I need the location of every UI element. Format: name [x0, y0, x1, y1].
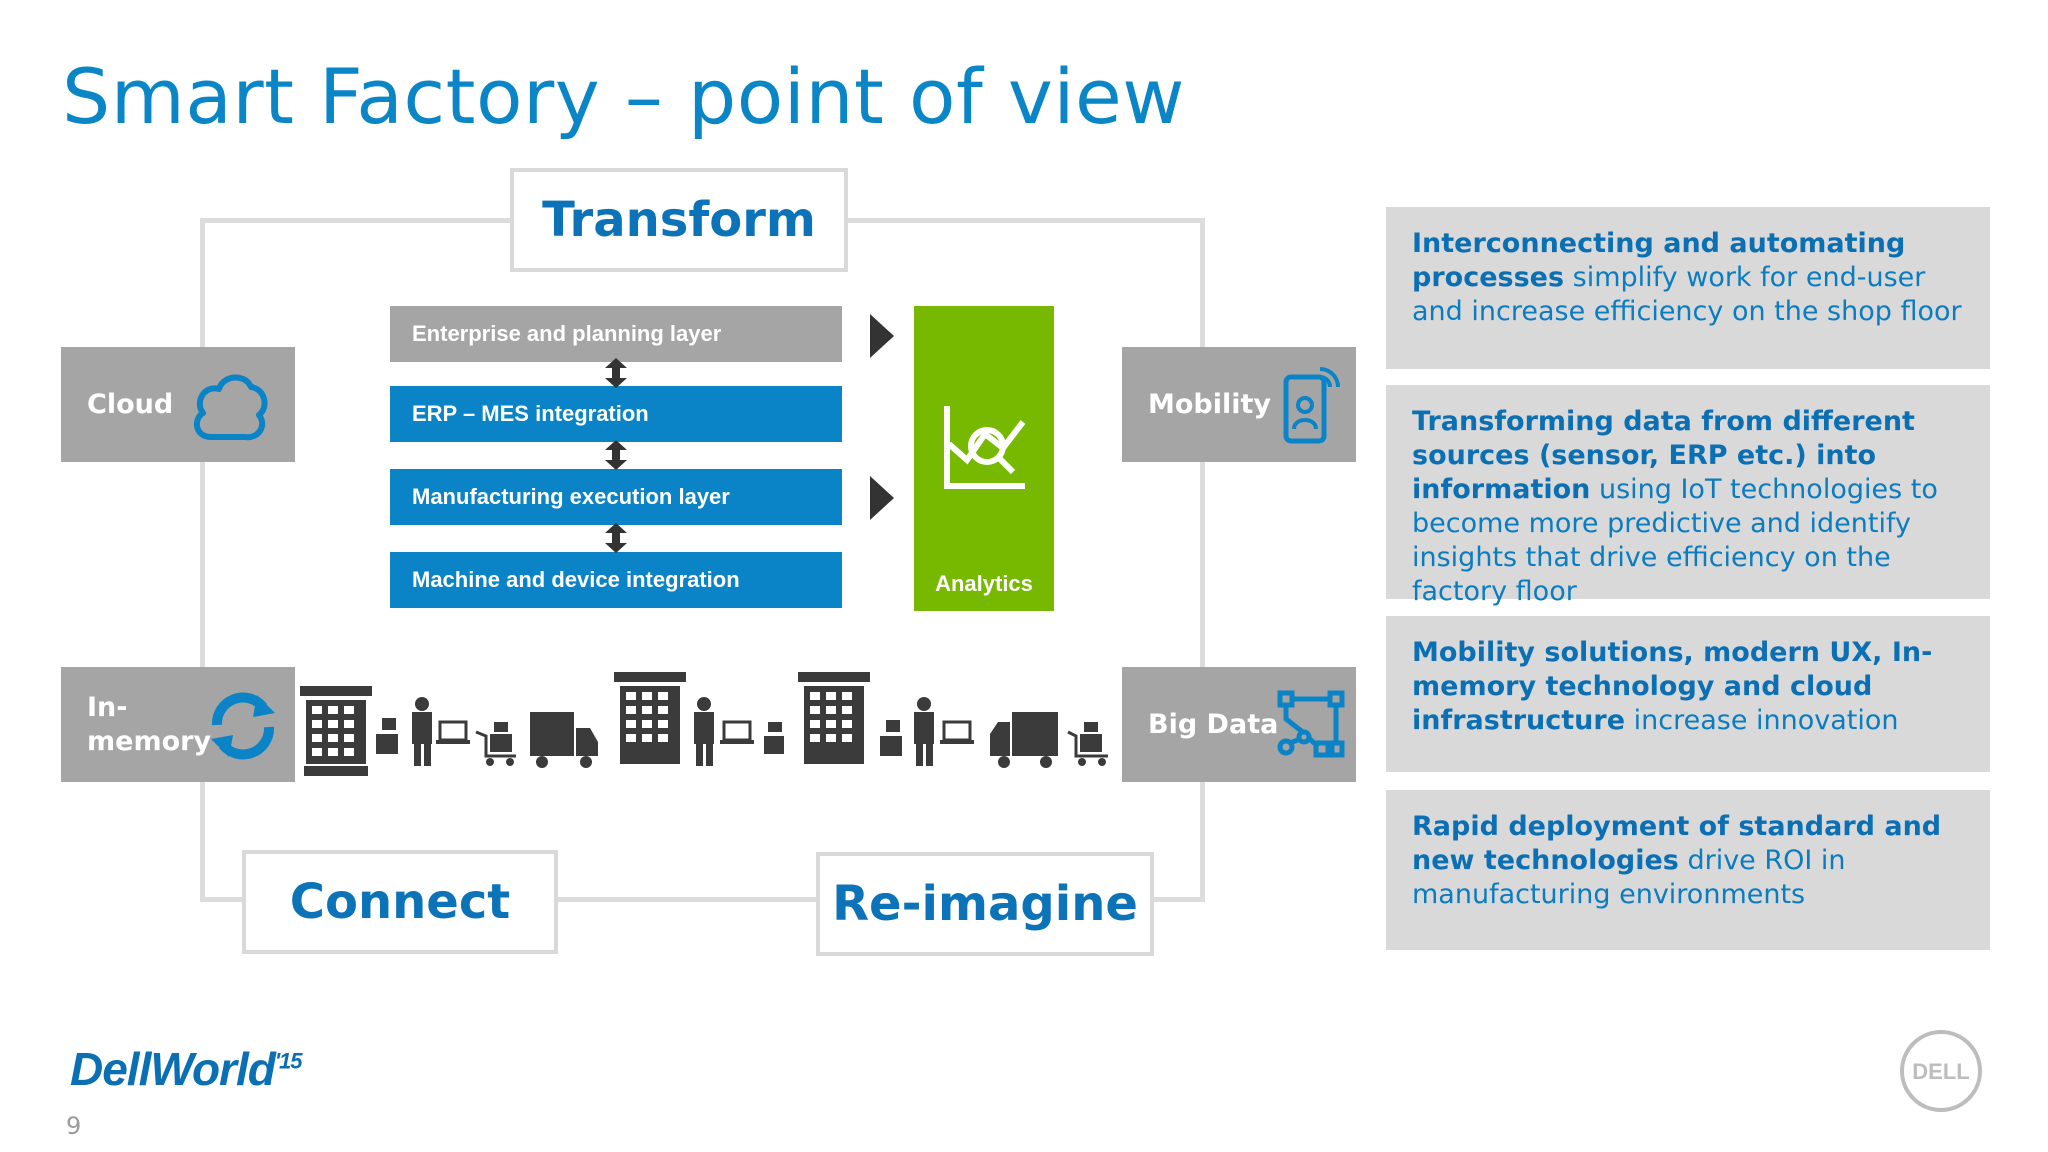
factory-building-icon — [300, 686, 372, 776]
cloud-icon — [193, 374, 268, 441]
frame-left-lower — [200, 780, 205, 902]
dell-logo-text: DELL — [1912, 1059, 1969, 1084]
layer-enterprise-planning: Enterprise and planning layer — [390, 306, 842, 362]
analytics-chart-icon — [944, 406, 1026, 489]
laptop-icon — [720, 720, 754, 744]
frame-left-upper — [200, 218, 205, 348]
info-box-2-bold: Transforming data from different sources… — [1412, 406, 1915, 505]
analytics-label: Analytics — [935, 571, 1033, 596]
frame-left-mid — [200, 460, 205, 668]
info-box-rapid-deployment: Rapid deployment of standard and new tec… — [1386, 790, 1990, 950]
info-box-1-bold: Interconnecting and automating processes — [1412, 228, 1906, 293]
sync-icon — [211, 692, 275, 760]
info-box-3-bold: Mobility solutions, modern UX, In-memory… — [1412, 637, 1933, 736]
info-box-mobility-solutions: Mobility solutions, modern UX, In-memory… — [1386, 616, 1990, 772]
cloud-tile: Cloud — [61, 347, 295, 462]
frame-bottom-left — [200, 897, 246, 902]
factory-building-icon — [614, 672, 686, 764]
page-number: 9 — [66, 1112, 82, 1140]
mobility-tile: Mobility — [1122, 347, 1356, 462]
cart-icon — [1067, 722, 1108, 766]
info-box-2-text: using IoT technologies to become more pr… — [1412, 474, 1938, 607]
cart-icon — [475, 722, 516, 766]
factory-building-icon — [798, 672, 870, 764]
worker-icon — [694, 697, 714, 766]
frame-right-lower — [1200, 780, 1205, 902]
laptop-icon — [436, 720, 470, 744]
frame-bottom-mid — [554, 897, 818, 902]
box-icon — [880, 720, 902, 756]
dellworld-logo-text: DellWorld — [70, 1043, 276, 1095]
cloud-tile-label: Cloud — [87, 388, 174, 420]
worker-icon — [914, 697, 934, 766]
frame-top-right — [846, 218, 1204, 223]
in-memory-tile-label: In- memory — [87, 691, 212, 757]
truck-icon — [530, 712, 598, 768]
reimagine-label: Re-imagine — [816, 852, 1154, 956]
mobile-signal-icon — [1283, 367, 1340, 444]
arrow-right-icon-1 — [870, 314, 894, 358]
truck-icon — [990, 712, 1058, 768]
layer-manufacturing-execution: Manufacturing execution layer — [390, 469, 842, 525]
big-data-tile: Big Data — [1122, 667, 1356, 782]
dell-logo: DELL — [1900, 1030, 1982, 1112]
info-box-4-text: drive ROI in manufacturing environments — [1412, 845, 1846, 910]
box-icon — [764, 722, 784, 754]
double-arrow-icon-3 — [605, 523, 627, 553]
big-data-tile-label: Big Data — [1148, 708, 1279, 740]
frame-bottom-right — [1150, 897, 1205, 902]
frame-top-left — [200, 218, 512, 223]
info-box-4-bold: Rapid deployment of standard and new tec… — [1412, 811, 1942, 876]
slide-title: Smart Factory – point of view — [62, 52, 1185, 141]
layer-machine-device: Machine and device integration — [390, 552, 842, 608]
arrow-right-icon-2 — [870, 476, 894, 520]
info-box-1-text: simplify work for end-user and increase … — [1412, 262, 1962, 327]
frame-right-upper — [1200, 218, 1205, 348]
double-arrow-icon-1 — [605, 358, 627, 388]
worker-icon — [412, 697, 432, 766]
layer-erp-mes: ERP – MES integration — [390, 386, 842, 442]
box-icon — [376, 718, 398, 754]
analytics-block: Analytics — [914, 306, 1054, 611]
info-box-3-text: increase innovation — [1625, 705, 1899, 736]
info-box-interconnecting: Interconnecting and automating processes… — [1386, 207, 1990, 369]
factory-strip — [300, 672, 1108, 776]
laptop-icon — [940, 720, 974, 744]
big-data-network-icon — [1277, 690, 1345, 758]
frame-right-mid — [1200, 460, 1205, 668]
dellworld-logo: DellWorld'15 — [70, 1042, 303, 1096]
double-arrow-icon-2 — [605, 440, 627, 470]
connect-label: Connect — [242, 850, 558, 954]
info-box-transforming-data: Transforming data from different sources… — [1386, 385, 1990, 607]
transform-label: Transform — [510, 168, 848, 272]
in-memory-tile: In- memory — [61, 667, 295, 782]
mobility-tile-label: Mobility — [1148, 388, 1272, 420]
dellworld-logo-year: '15 — [274, 1048, 303, 1074]
